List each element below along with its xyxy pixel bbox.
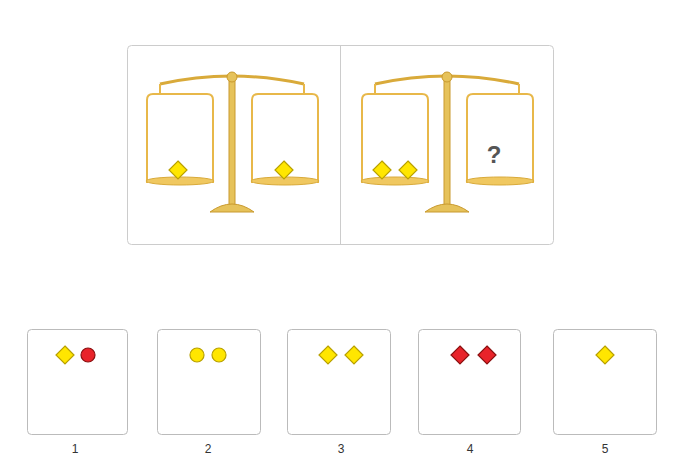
option-number: 3 (338, 443, 345, 455)
option-number: 4 (467, 443, 474, 455)
option-number: 2 (205, 443, 212, 455)
option-number: 5 (602, 443, 609, 455)
option-number: 1 (72, 443, 79, 455)
question-mark: ? (487, 143, 502, 167)
